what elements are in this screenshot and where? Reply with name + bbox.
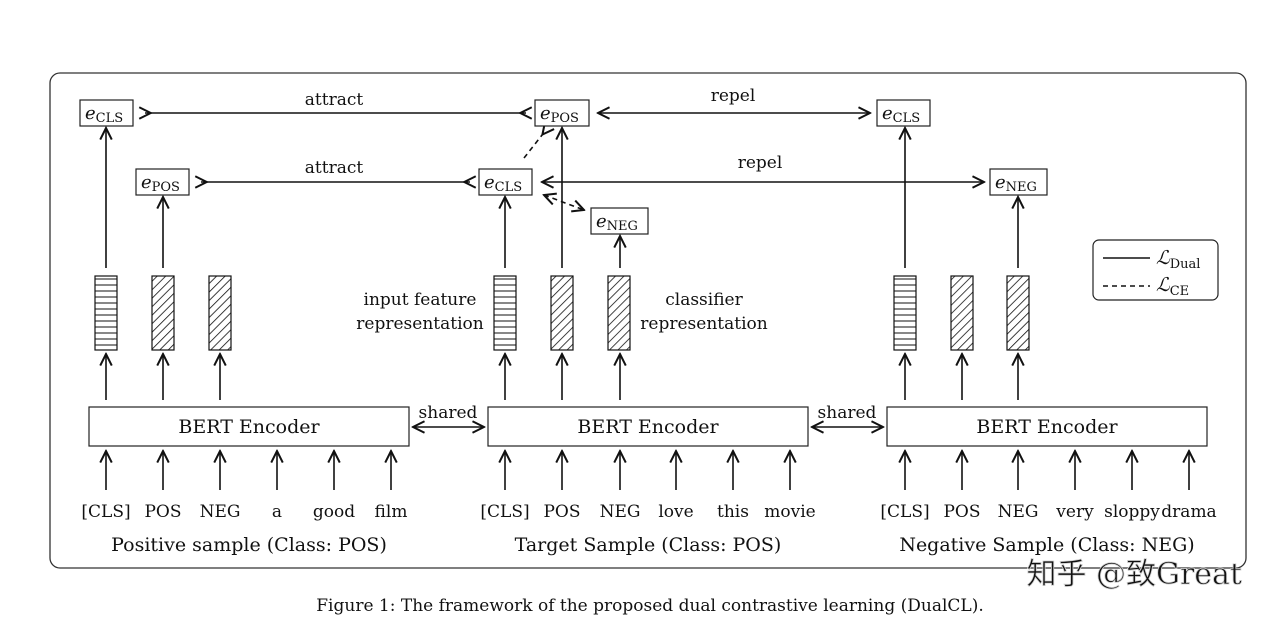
token: POS	[543, 502, 580, 522]
cls-feature-bar-positive	[94, 275, 118, 351]
token: love	[658, 502, 693, 522]
loss-legend: ℒDual ℒCE	[1092, 239, 1219, 301]
attract-top-label: attract	[305, 90, 364, 110]
repel-mid-label: repel	[738, 153, 783, 173]
bert-encoder-negative: BERT Encoder	[886, 406, 1208, 447]
relation-lines	[145, 113, 984, 210]
input-feature-label-line2: representation	[356, 314, 483, 334]
pos-classifier-bar-target	[550, 275, 574, 351]
token: NEG	[998, 502, 1039, 522]
projection-arrows	[106, 128, 1018, 268]
tokens-target: [CLS] POS NEG love this movie	[480, 502, 815, 522]
svg-text:ePOS: ePOS	[540, 103, 579, 126]
embedding-cls-negative: eCLS	[876, 99, 931, 127]
shared-label-left: shared	[419, 403, 478, 423]
svg-text:eCLS: eCLS	[85, 103, 123, 126]
embedding-cls-positive: eCLS	[79, 99, 134, 127]
caption-negative-sample: Negative Sample (Class: NEG)	[899, 534, 1194, 556]
pos-classifier-bar-positive	[151, 275, 175, 351]
classifier-label-line1: classifier	[665, 290, 743, 310]
svg-text:eNEG: eNEG	[995, 172, 1037, 195]
token: sloppy	[1104, 502, 1160, 522]
token-input-arrows	[106, 451, 1189, 490]
token: very	[1055, 502, 1094, 522]
repel-top-label: repel	[711, 86, 756, 106]
legend-dual-label: ℒDual	[1156, 247, 1200, 272]
token: POS	[943, 502, 980, 522]
svg-text:eCLS: eCLS	[484, 172, 522, 195]
token: [CLS]	[880, 502, 929, 522]
ce-link-cls-neg	[544, 195, 584, 210]
svg-text:BERT Encoder: BERT Encoder	[178, 416, 320, 438]
caption-target-sample: Target Sample (Class: POS)	[515, 534, 782, 556]
encoder-output-arrows	[106, 354, 1018, 400]
svg-text:eNEG: eNEG	[596, 211, 638, 234]
embedding-pos-positive: ePOS	[135, 168, 190, 196]
token: this	[717, 502, 749, 522]
embedding-neg-negative: eNEG	[989, 168, 1048, 196]
token: NEG	[200, 502, 241, 522]
tokens-positive: [CLS] POS NEG a good film	[81, 502, 407, 522]
token: a	[272, 502, 282, 522]
token: [CLS]	[480, 502, 529, 522]
neg-classifier-bar-target	[607, 275, 631, 351]
embedding-neg-target: eNEG	[590, 207, 649, 235]
embedding-pos-target: ePOS	[534, 99, 590, 127]
token: movie	[764, 502, 815, 522]
neg-classifier-bar-negative	[1006, 275, 1030, 351]
tokens-negative: [CLS] POS NEG very sloppy drama	[880, 502, 1216, 522]
ce-link-cls-pos	[523, 130, 546, 159]
input-feature-label-line1: input feature	[364, 290, 477, 310]
svg-text:ePOS: ePOS	[141, 172, 180, 195]
token: POS	[144, 502, 181, 522]
shared-label-right: shared	[818, 403, 877, 423]
caption-positive-sample: Positive sample (Class: POS)	[111, 534, 387, 556]
bert-encoder-target: BERT Encoder	[487, 406, 809, 447]
token: drama	[1161, 502, 1216, 522]
pos-classifier-bar-negative	[950, 275, 974, 351]
token: NEG	[600, 502, 641, 522]
token: film	[375, 502, 408, 522]
token: good	[313, 502, 355, 522]
bert-encoder-positive: BERT Encoder	[88, 406, 410, 447]
svg-text:BERT Encoder: BERT Encoder	[577, 416, 719, 438]
classifier-label-line2: representation	[640, 314, 767, 334]
cls-feature-bar-target	[493, 275, 517, 351]
representation-bars	[94, 275, 1030, 351]
cls-feature-bar-negative	[893, 275, 917, 351]
watermark: 知乎 @致Great	[1026, 557, 1242, 592]
svg-text:BERT Encoder: BERT Encoder	[976, 416, 1118, 438]
token: [CLS]	[81, 502, 130, 522]
svg-text:eCLS: eCLS	[882, 103, 920, 126]
neg-classifier-bar-positive	[208, 275, 232, 351]
figure-caption: Figure 1: The framework of the proposed …	[316, 596, 983, 616]
legend-ce-label: ℒCE	[1156, 274, 1189, 299]
attract-mid-label: attract	[305, 158, 364, 178]
embedding-cls-target: eCLS	[478, 168, 533, 196]
